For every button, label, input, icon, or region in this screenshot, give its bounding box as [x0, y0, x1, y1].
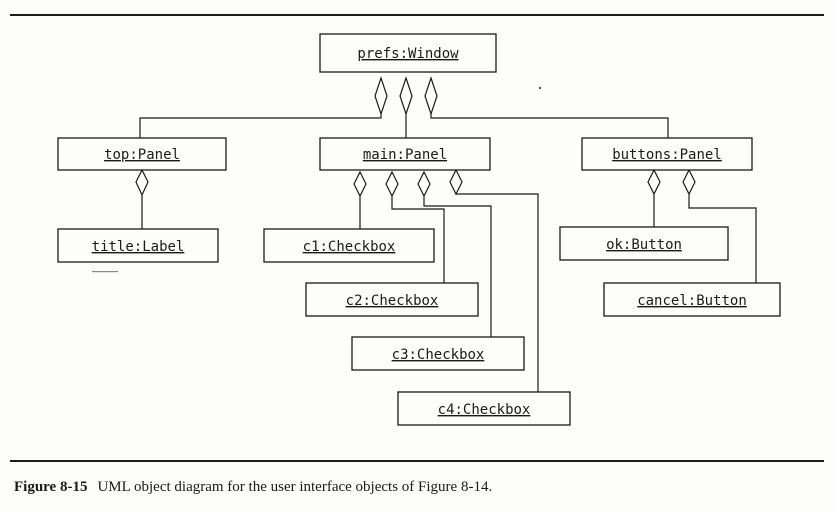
object-label: c2:Checkbox: [346, 293, 439, 309]
object-label: cancel:Button: [637, 293, 747, 309]
figure-caption: Figure 8-15 UML object diagram for the us…: [14, 479, 492, 496]
object-label: top:Panel: [104, 147, 180, 163]
object-label: c3:Checkbox: [392, 347, 485, 363]
object-ok-button: ok:Button: [559, 226, 729, 261]
aggregation-diamonds: [135, 76, 696, 198]
object-label: c1:Checkbox: [303, 239, 396, 255]
diamond-icon: [353, 170, 367, 198]
figure-number: Figure 8-15: [14, 479, 88, 495]
object-cancel-button: cancel:Button: [603, 282, 781, 317]
aggregation-links: [139, 114, 757, 392]
object-label: buttons:Panel: [612, 147, 722, 163]
top-rule: [10, 14, 824, 16]
diamond-icon: [385, 170, 399, 198]
object-label: prefs:Window: [357, 46, 459, 62]
diamond-icon: [647, 168, 661, 196]
object-c3-checkbox: c3:Checkbox: [351, 336, 525, 371]
diamond-icon: [374, 76, 388, 116]
object-prefs-window: prefs:Window: [319, 33, 497, 73]
scan-specks: [92, 86, 542, 273]
diamond-icon: [424, 76, 438, 116]
object-c2-checkbox: c2:Checkbox: [305, 282, 479, 317]
link-prefs-top: [139, 114, 382, 138]
object-label: c4:Checkbox: [438, 402, 531, 418]
object-buttons-panel: buttons:Panel: [581, 137, 753, 171]
diamond-icon: [417, 170, 431, 198]
object-c4-checkbox: c4:Checkbox: [397, 391, 571, 426]
diamond-icon: [135, 168, 149, 197]
link-prefs-buttons: [430, 114, 669, 138]
diamond-icon: [399, 76, 413, 116]
object-label: title:Label: [92, 239, 185, 255]
uml-object-diagram: .box { fill: #fdfdfb; stroke: #1a1a1a; s…: [57, 33, 781, 426]
figure-caption-text: UML object diagram for the user interfac…: [97, 479, 493, 495]
diamond-icon: [449, 168, 463, 196]
link-buttons-cancel: [688, 194, 757, 283]
link-main-c2: [391, 196, 445, 283]
link-main-c3: [423, 196, 492, 337]
object-main-panel: main:Panel: [319, 137, 491, 171]
object-label: ok:Button: [606, 237, 682, 253]
object-label: main:Panel: [363, 147, 447, 163]
object-top-panel: top:Panel: [57, 137, 227, 171]
bottom-rule: [10, 460, 824, 462]
object-title-label: title:Label: [57, 228, 219, 263]
diamond-icon: [682, 168, 696, 196]
link-main-c4: [456, 193, 539, 392]
object-c1-checkbox: c1:Checkbox: [263, 228, 435, 263]
